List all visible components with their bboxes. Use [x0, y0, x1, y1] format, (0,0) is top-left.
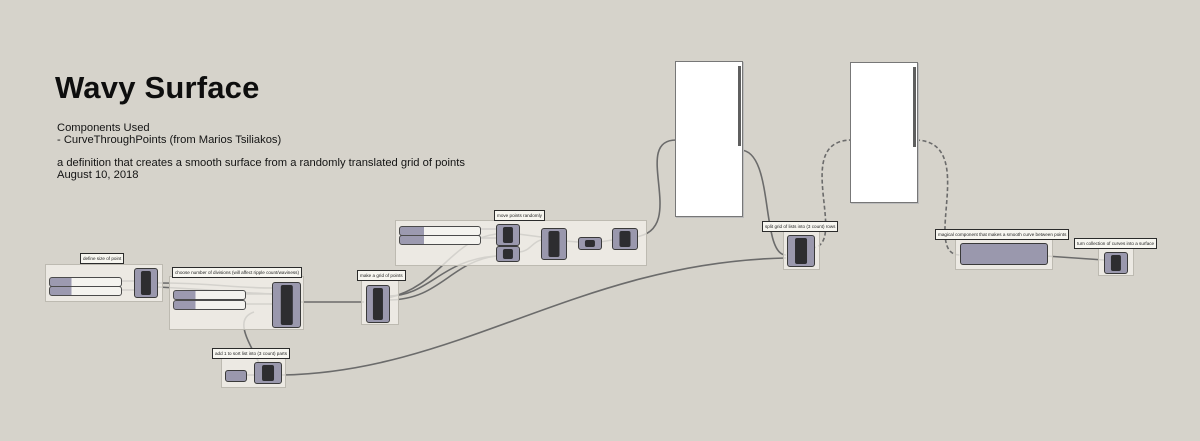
component-node[interactable]	[134, 268, 158, 298]
component-node[interactable]	[578, 237, 602, 250]
group-label-move-points: move points randomly	[494, 210, 545, 221]
group-label-define-size: define size of point	[80, 253, 125, 264]
output-panel[interactable]	[675, 61, 743, 217]
component-node[interactable]	[366, 285, 390, 323]
wire	[281, 257, 787, 376]
component-node[interactable]	[787, 235, 815, 267]
param-node[interactable]	[225, 370, 247, 382]
component-node[interactable]	[496, 246, 520, 262]
component-node[interactable]	[254, 362, 282, 384]
number-slider[interactable]	[173, 300, 246, 310]
group-label-split-grid: split grid of lists into (3 count) rows	[762, 221, 839, 232]
wire	[739, 149, 787, 256]
component-node[interactable]	[541, 228, 567, 260]
component-node[interactable]	[1104, 252, 1128, 274]
components-heading: Components Used	[57, 122, 150, 134]
components-item: - CurveThroughPoints (from Marios Tsilia…	[57, 134, 282, 146]
description-text: a definition that creates a smooth surfa…	[57, 157, 465, 169]
wire-dashed	[811, 139, 853, 249]
number-slider[interactable]	[49, 286, 122, 296]
date-text: August 10, 2018	[57, 169, 139, 181]
wire	[634, 139, 677, 238]
group-label-choose-divisions: choose number of divisions (will affect …	[172, 267, 303, 278]
group-label-add-to-points: add 1 to sort list into (3 count) parts	[212, 348, 291, 359]
number-slider[interactable]	[399, 235, 481, 245]
group-label-turn-collection: turn collection of curves into a surface	[1074, 238, 1158, 249]
group-label-make-grid: make a grid of points	[357, 270, 406, 281]
group-label-magical-component: magical component that makes a smooth cu…	[935, 229, 1070, 240]
component-node[interactable]	[272, 282, 301, 328]
curve-through-points-component[interactable]	[960, 243, 1048, 265]
wire-dashed	[915, 139, 961, 256]
number-slider[interactable]	[173, 290, 246, 300]
page-title: Wavy Surface	[55, 70, 260, 105]
output-panel[interactable]	[850, 62, 918, 203]
component-node[interactable]	[496, 224, 520, 246]
component-node[interactable]	[612, 228, 638, 250]
wire	[1045, 255, 1105, 261]
